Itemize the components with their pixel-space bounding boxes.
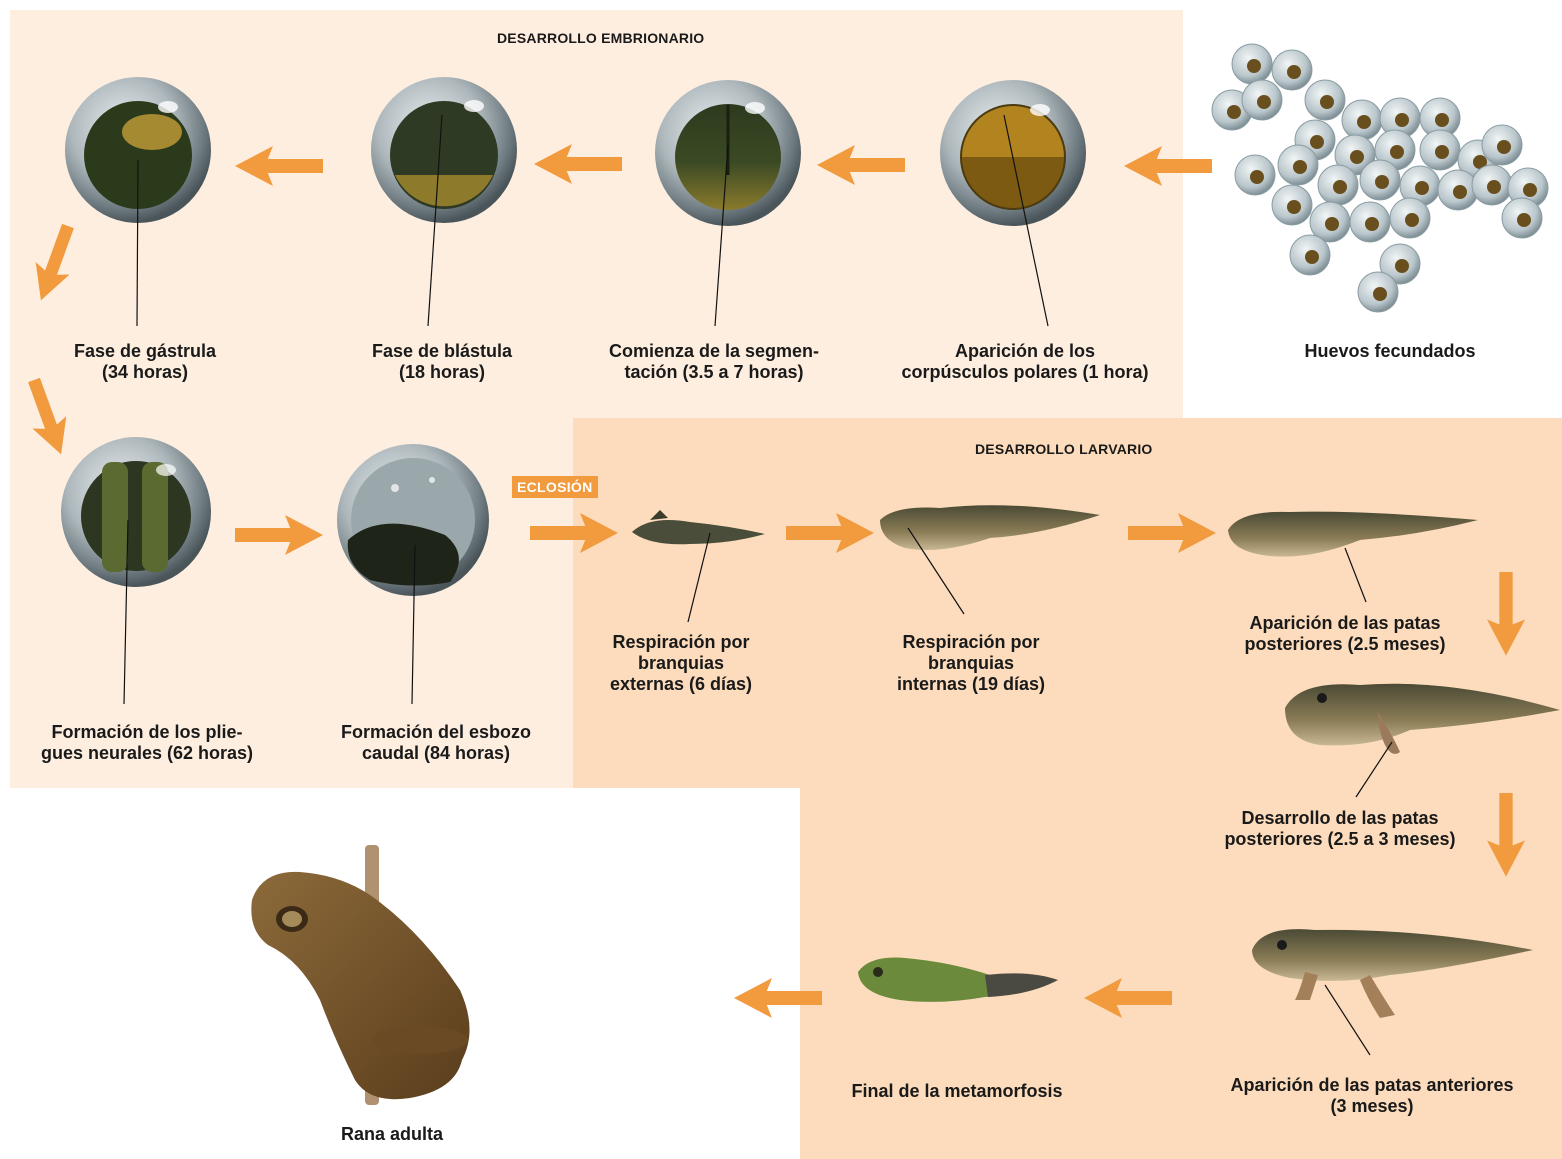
egg-yolk (1405, 213, 1419, 227)
flow-arrows (17, 144, 1525, 1018)
arrow-left-3 (534, 144, 622, 184)
arrow-down-3 (1487, 572, 1525, 656)
egg-polar-bodies-image (940, 80, 1086, 226)
stage-label-gastrula: Fase de gástrula(34 horas) (74, 341, 216, 383)
egg-yolk (1395, 113, 1409, 127)
fertilized-eggs-image (1212, 44, 1548, 312)
egg-yolk (1310, 135, 1324, 149)
egg-yolk (1487, 180, 1501, 194)
egg-yolk (1415, 181, 1429, 195)
arrow-left-4 (235, 146, 323, 186)
stage-label-neural-folds: Formación de los plie-gues neurales (62 … (41, 722, 253, 764)
egg-yolk (1497, 140, 1511, 154)
arrow-down-2 (17, 374, 78, 461)
egg-yolk (1517, 213, 1531, 227)
arrow-right-3 (786, 513, 874, 553)
stage-label-front-legs-appear: Aparición de las patas anteriores(3 mese… (1230, 1075, 1513, 1117)
arrow-right-1 (235, 515, 323, 555)
egg-yolk (1365, 217, 1379, 231)
egg-yolk (1325, 217, 1339, 231)
egg-neural-folds-image (61, 437, 211, 587)
arrow-left-1 (1124, 146, 1212, 186)
tadpole-hind-legs-image (1228, 512, 1478, 557)
stage-label-segmentation: Comienza de la segmen-tación (3.5 a 7 ho… (609, 341, 819, 383)
egg-yolk (1250, 170, 1264, 184)
arrow-left-6 (734, 978, 822, 1018)
egg-yolk (1287, 200, 1301, 214)
stage-label-adult-frog: Rana adulta (341, 1124, 443, 1145)
stage-label-end-metamorphosis: Final de la metamorfosis (851, 1081, 1062, 1102)
larval-development-title: DESARROLLO LARVARIO (975, 441, 1153, 457)
egg-yolk (1375, 175, 1389, 189)
egg-yolk (1293, 160, 1307, 174)
tadpole-internal-gills-image (880, 505, 1100, 550)
egg-yolk (1227, 105, 1241, 119)
egg-yolk (1287, 65, 1301, 79)
tadpole-front-legs-image (1252, 929, 1533, 1018)
arrow-right-4 (1128, 513, 1216, 553)
froglet-end-metamorphosis-image (858, 958, 1058, 1002)
tadpole-developing-hind-legs-image (1285, 684, 1560, 754)
egg-yolk (1373, 287, 1387, 301)
egg-yolk (1395, 259, 1409, 273)
egg-yolk (1390, 145, 1404, 159)
stage-label-blastula: Fase de blástula(18 horas) (372, 341, 512, 383)
arrow-left-2 (817, 145, 905, 185)
egg-yolk (1333, 180, 1347, 194)
adult-frog-image (251, 845, 469, 1105)
embryonic-development-title: DESARROLLO EMBRIONARIO (497, 30, 704, 46)
egg-yolk (1357, 115, 1371, 129)
egg-yolk (1320, 95, 1334, 109)
egg-yolk (1435, 113, 1449, 127)
egg-yolk (1350, 150, 1364, 164)
egg-yolk (1523, 183, 1537, 197)
arrow-down-4 (1487, 793, 1525, 877)
arrow-left-5 (1084, 978, 1172, 1018)
egg-yolk (1435, 145, 1449, 159)
egg-yolk (1305, 250, 1319, 264)
egg-tail-bud-image (337, 444, 489, 596)
hatching-badge: ECLOSIÓN (512, 476, 598, 498)
stage-label-fertilized-eggs: Huevos fecundados (1304, 341, 1475, 362)
egg-blastula-image (371, 77, 517, 223)
egg-yolk (1453, 185, 1467, 199)
egg-yolk (1257, 95, 1271, 109)
tadpole-external-gills-image (632, 510, 765, 544)
egg-yolk (1247, 59, 1261, 73)
arrow-right-2 (530, 513, 618, 553)
arrow-down-1 (24, 220, 85, 307)
